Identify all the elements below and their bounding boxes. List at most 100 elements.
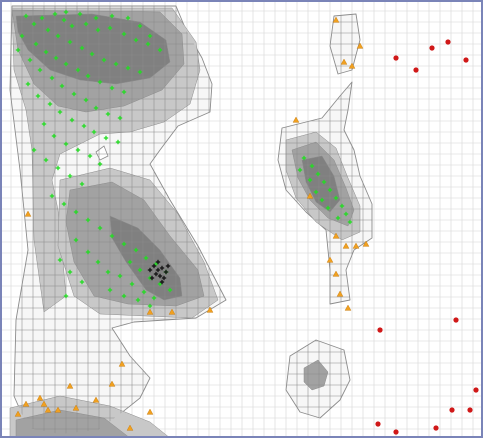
point-core (109, 13, 115, 19)
point-core (57, 257, 63, 263)
point-core (53, 55, 59, 61)
point-core (85, 217, 91, 223)
point-outlier (445, 39, 451, 45)
point-allowed (332, 16, 340, 23)
point-core (31, 147, 37, 153)
region-favoured (303, 359, 329, 391)
data-points (14, 9, 479, 435)
point-core (89, 51, 95, 57)
point-core (133, 37, 139, 43)
point-core (121, 31, 127, 37)
point-core (297, 167, 303, 173)
point-core (27, 57, 33, 63)
point-core (55, 33, 61, 39)
point-core (97, 79, 103, 85)
point-core (79, 45, 85, 51)
point-core (43, 157, 49, 163)
point-core (135, 297, 141, 303)
point-allowed (332, 270, 340, 277)
point-core (87, 153, 93, 159)
point-allowed (126, 424, 134, 431)
point-core (113, 61, 119, 67)
point-core (101, 57, 107, 63)
point-allowed (362, 240, 370, 247)
point-core (93, 15, 99, 21)
point-allowed (24, 210, 32, 217)
point-core (31, 21, 37, 27)
point-core (107, 287, 113, 293)
point-core (127, 259, 133, 265)
point-core (125, 15, 131, 21)
point-allowed (54, 406, 62, 413)
point-allowed (118, 360, 126, 367)
point-outlier (375, 421, 381, 427)
point-allowed (146, 408, 154, 415)
point-core (109, 233, 115, 239)
point-core (95, 27, 101, 33)
point-allowed (306, 192, 314, 199)
point-highlight (159, 265, 165, 271)
point-core (61, 17, 67, 23)
point-highlight (149, 275, 155, 281)
point-core (63, 61, 69, 67)
point-highlight (163, 269, 169, 275)
point-core (69, 23, 75, 29)
point-core (79, 279, 85, 285)
point-outlier (463, 57, 469, 63)
point-core (307, 177, 313, 183)
point-core (151, 295, 157, 301)
point-core (105, 111, 111, 117)
point-core (121, 241, 127, 247)
point-allowed (44, 406, 52, 413)
point-core (321, 179, 327, 185)
point-core (103, 135, 109, 141)
point-core (137, 69, 143, 75)
point-core (79, 181, 85, 187)
point-outlier (393, 55, 399, 61)
point-core (57, 109, 63, 115)
point-core (49, 75, 55, 81)
point-core (25, 81, 31, 87)
point-highlight (155, 259, 161, 265)
point-allowed (292, 116, 300, 123)
point-allowed (356, 42, 364, 49)
point-core (91, 129, 97, 135)
point-core (23, 13, 29, 19)
point-core (105, 269, 111, 275)
point-highlight (161, 275, 167, 281)
point-core (73, 237, 79, 243)
point-core (51, 133, 57, 139)
point-allowed (344, 304, 352, 311)
point-core (67, 269, 73, 275)
point-allowed (326, 256, 334, 263)
point-core (319, 197, 325, 203)
point-core (69, 117, 75, 123)
point-core (71, 91, 77, 97)
point-core (83, 97, 89, 103)
point-core (97, 161, 103, 167)
point-core (63, 141, 69, 147)
point-core (47, 101, 53, 107)
point-core (41, 121, 47, 127)
point-core (143, 255, 149, 261)
point-outlier (377, 327, 383, 333)
point-outlier (473, 387, 479, 393)
point-allowed (40, 400, 48, 407)
point-allowed (14, 410, 22, 417)
point-core (313, 189, 319, 195)
point-core (343, 211, 349, 217)
point-allowed (168, 308, 176, 315)
point-core (339, 203, 345, 209)
point-core (77, 11, 83, 17)
point-core (109, 85, 115, 91)
point-core (129, 281, 135, 287)
point-highlight (165, 263, 171, 269)
point-outlier (429, 45, 435, 51)
point-core (85, 249, 91, 255)
point-core (145, 41, 151, 47)
point-allowed (352, 242, 360, 249)
point-core (45, 27, 51, 33)
point-outlier (413, 67, 419, 73)
point-core (67, 39, 73, 45)
